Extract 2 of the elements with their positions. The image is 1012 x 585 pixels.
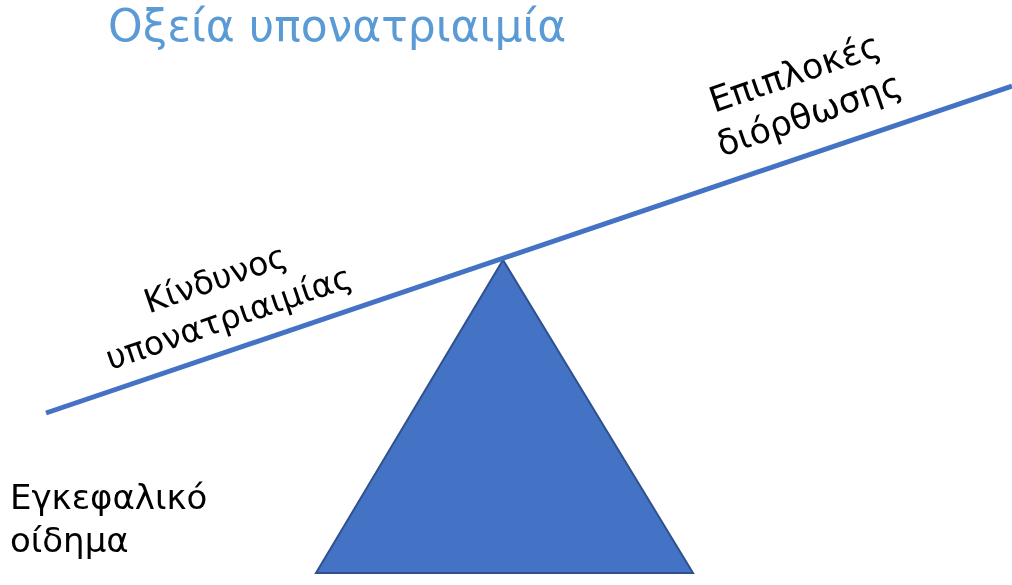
label-text: Εγκεφαλικό οίδημα — [10, 476, 208, 561]
title: Οξεία υπονατριαιμία — [108, 2, 567, 51]
